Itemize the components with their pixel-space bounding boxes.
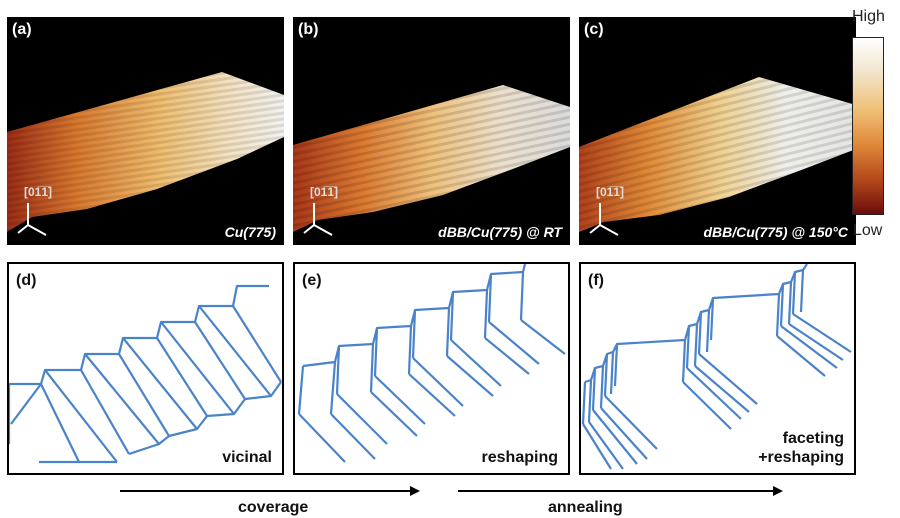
panel-label-f: (f) [588, 272, 604, 289]
panel-text-d: vicinal [222, 448, 272, 467]
caption-c: dBB/Cu(775) @ 150°C [703, 224, 848, 240]
panel-text-line: faceting [782, 430, 844, 447]
panel-label-c: (c) [584, 21, 604, 38]
stm-surface-b [293, 85, 570, 232]
crystal-axis-b: [01̅1̅] [302, 185, 342, 241]
coverage-arrow [120, 486, 420, 496]
axis-label-b: [01̅1̅] [310, 185, 339, 199]
stm-panel-a: (a) [01̅1̅] Cu(775) [7, 17, 284, 245]
panel-text-line: +reshaping [758, 449, 844, 466]
caption-b: dBB/Cu(775) @ RT [438, 224, 562, 240]
stm-panel-c: (c) [01̅1̅] dBB/Cu(775) @ 150°C [579, 17, 856, 245]
axis-arrows-icon [303, 203, 333, 236]
annealing-arrow [458, 486, 783, 496]
caption-a: Cu(775) [224, 224, 276, 240]
reshaping-steps-diagram [297, 264, 566, 463]
vicinal-steps-diagram [9, 284, 282, 464]
axis-arrows-icon [17, 203, 47, 236]
faceting-steps-diagram [581, 264, 852, 470]
annealing-label: annealing [548, 499, 623, 516]
crystal-axis-c: [01̅1̅] [588, 185, 628, 241]
panel-text-e: reshaping [482, 448, 558, 467]
stm-surface-a [7, 72, 284, 232]
colorbar-low-label: Low [853, 222, 883, 239]
axis-label-c: [01̅1̅] [596, 185, 625, 199]
coverage-label: coverage [238, 499, 309, 516]
stm-surface-c [579, 77, 856, 232]
panel-label-d: (d) [16, 272, 37, 289]
colorbar-high-label: High [852, 8, 885, 25]
axis-label-a: [01̅1̅] [24, 185, 53, 199]
axis-arrows-icon [589, 203, 619, 236]
schematic-panel-e: (e) reshaping [293, 262, 570, 475]
colorbar [852, 37, 884, 215]
panel-text-line: reshaping [481, 449, 558, 466]
panel-text-line: vicinal [222, 449, 272, 466]
schematic-panel-f: (f) faceting +reshaping [579, 262, 856, 475]
stm-panel-b: (b) [01̅1̅] dBB/Cu(775) @ RT [293, 17, 570, 245]
panel-text-f: faceting +reshaping [758, 429, 844, 467]
panel-label-e: (e) [302, 272, 322, 289]
crystal-axis-a: [01̅1̅] [16, 185, 56, 241]
panel-label-a: (a) [12, 21, 32, 38]
schematic-panel-d: (d) vicinal [7, 262, 284, 475]
panel-label-b: (b) [298, 21, 319, 38]
